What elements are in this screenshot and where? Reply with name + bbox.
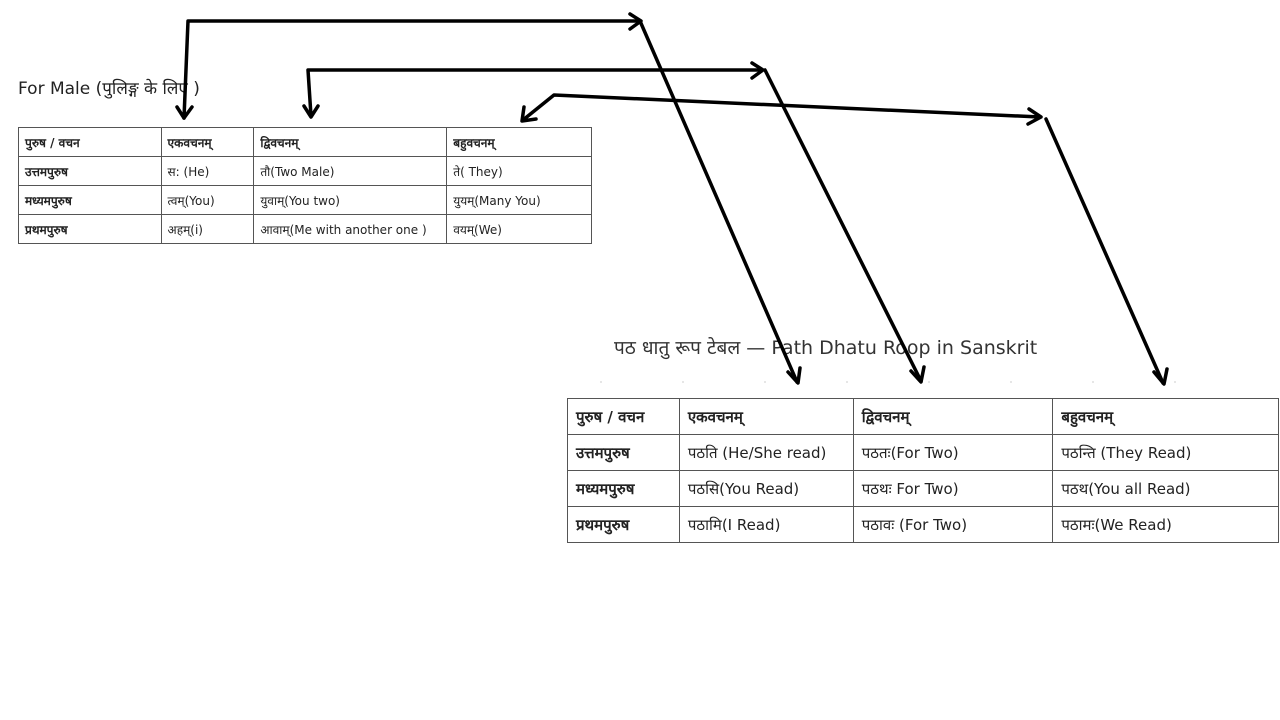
- header-cell: बहुवचनम्: [1052, 398, 1279, 435]
- table-cell: पठति (He/She read): [678, 434, 854, 471]
- table-cell: पठथः For Two): [852, 470, 1054, 507]
- connector-arrow-bahuvachanam: [521, 93, 1042, 122]
- table2-caption: पठ धातु रूप टेबल — Path Dhatu Roop in Sa…: [614, 337, 1038, 359]
- path-dhatu-table: पुरुष / वचन एकवचनम् द्विवचनम् बहुवचनम् उ…: [567, 398, 1279, 543]
- row-label: प्रथमपुरुष: [18, 214, 162, 244]
- row-label: उत्तमपुरुष: [567, 434, 680, 471]
- row-label: उत्तमपुरुष: [18, 156, 162, 186]
- table-row: मध्यमपुरुष पठसि(You Read) पठथः For Two) …: [567, 470, 1279, 507]
- table-cell: अहम्(i): [160, 214, 255, 244]
- table-cell: पठन्ति (They Read): [1052, 434, 1279, 471]
- arrowhead-icon: [302, 104, 320, 119]
- table-cell: आवाम्(Me with another one ): [253, 214, 448, 244]
- connector-arrow-ekavachanam: [182, 19, 642, 120]
- table-cell: पठसि(You Read): [678, 470, 854, 507]
- connector-arrow-dvivachanam: [306, 68, 764, 118]
- arrowhead-icon: [750, 61, 765, 80]
- table-row: प्रथमपुरुष अहम्(i) आवाम्(Me with another…: [18, 214, 592, 244]
- row-label: मध्यमपुरुष: [567, 470, 680, 507]
- table-cell: युयम्(Many You): [446, 185, 592, 215]
- arrowhead-icon: [1026, 107, 1043, 126]
- connector-arrow-dvivachanam-down: [763, 68, 923, 383]
- table-cell: तौ(Two Male): [253, 156, 448, 186]
- arrowhead-icon: [1152, 367, 1169, 386]
- arrowhead-icon: [909, 365, 926, 384]
- table-row: उत्तमपुरुष स: (He) तौ(Two Male) ते( They…: [18, 156, 592, 186]
- table-cell: पठथ(You all Read): [1052, 470, 1279, 507]
- arrowhead-icon: [786, 366, 802, 385]
- table-cell: पठामः(We Read): [1052, 506, 1279, 543]
- table-cell: वयम्(We): [446, 214, 592, 244]
- pronoun-table: पुरुष / वचन एकवचनम् द्विवचनम् बहुवचनम् उ…: [18, 127, 592, 244]
- arrowhead-icon: [520, 105, 538, 123]
- header-cell: पुरुष / वचन: [567, 398, 680, 435]
- table-row: प्रथमपुरुष पठामि(I Read) पठावः (For Two)…: [567, 506, 1279, 543]
- arrowhead-icon: [175, 105, 194, 120]
- table1-caption: For Male (पुलिङ्ग के लिए ): [18, 79, 200, 99]
- connector-arrow-bahuvachanam-down: [1044, 117, 1165, 385]
- table-cell: स: (He): [160, 156, 255, 186]
- table-row: मध्यमपुरुष त्वम्(You) युवाम्(You two) यु…: [18, 185, 592, 215]
- table-cell: पठावः (For Two): [852, 506, 1054, 543]
- table-cell: पठामि(I Read): [678, 506, 854, 543]
- header-cell: द्विवचनम्: [852, 398, 1054, 435]
- connector-arrow-ekavachanam-down: [638, 19, 799, 384]
- header-cell: बहुवचनम्: [446, 127, 592, 157]
- table-header-row: पुरुष / वचन एकवचनम् द्विवचनम् बहुवचनम्: [567, 398, 1279, 435]
